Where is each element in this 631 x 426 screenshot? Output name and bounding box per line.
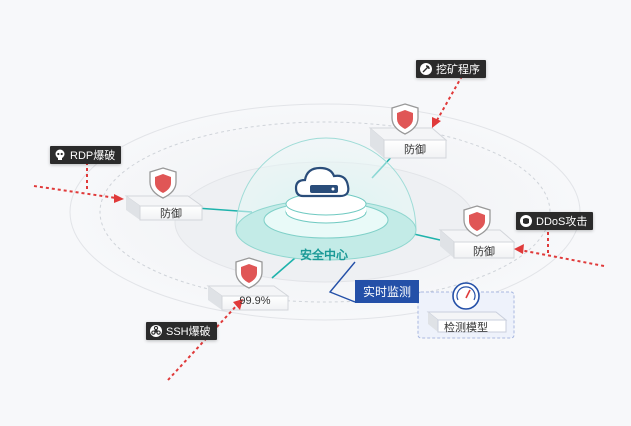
- threat-label: 挖矿程序: [436, 64, 480, 76]
- link-bottom: [271, 257, 296, 279]
- worm-icon: [520, 215, 532, 227]
- node-label-bottom: 99.9%: [239, 295, 271, 307]
- skull-icon: [55, 149, 65, 160]
- node-label-left: 防御: [160, 208, 182, 220]
- threat-tag-ddos: DDoS攻击: [516, 212, 594, 230]
- arrowhead: [432, 117, 441, 128]
- threat-arrow-rdp: [33, 185, 117, 199]
- arrowhead: [233, 299, 243, 310]
- defense-box-left: [124, 195, 204, 221]
- threat-label: DDoS攻击: [536, 216, 588, 228]
- detection-model-box: [417, 291, 515, 339]
- threat-label: RDP爆破: [70, 150, 116, 162]
- cloud-server-icon: [294, 166, 350, 198]
- pickaxe-icon: [420, 63, 432, 75]
- gauge-icon: [452, 282, 480, 310]
- realtime-monitor-label: 实时监测: [355, 280, 420, 303]
- shield-icon: [235, 257, 263, 289]
- link-monitor: [328, 261, 356, 303]
- security-center-label: 安全中心: [300, 248, 349, 262]
- defense-box-top: [368, 127, 448, 159]
- threat-tag-rdp: RDP爆破: [50, 146, 122, 164]
- threat-label: SSH爆破: [166, 326, 211, 338]
- shield-icon: [391, 103, 419, 135]
- threat-arrow-mining: [435, 75, 463, 123]
- threat-tag-mining: 挖矿程序: [416, 60, 486, 78]
- threat-arrow-ssh: [167, 303, 239, 381]
- detection-model-label: 检测模型: [444, 322, 488, 334]
- shield-icon: [463, 205, 491, 237]
- threat-tag-ssh: SSH爆破: [146, 322, 217, 340]
- defense-box-right: [438, 229, 516, 259]
- threat-arrow-ddos: [519, 249, 605, 267]
- arrowhead: [114, 194, 124, 203]
- arrowhead: [514, 244, 524, 254]
- biohazard-icon: [150, 325, 162, 337]
- node-label-top: 防御: [404, 144, 426, 156]
- node-label-right: 防御: [473, 246, 495, 258]
- shield-icon: [149, 167, 177, 199]
